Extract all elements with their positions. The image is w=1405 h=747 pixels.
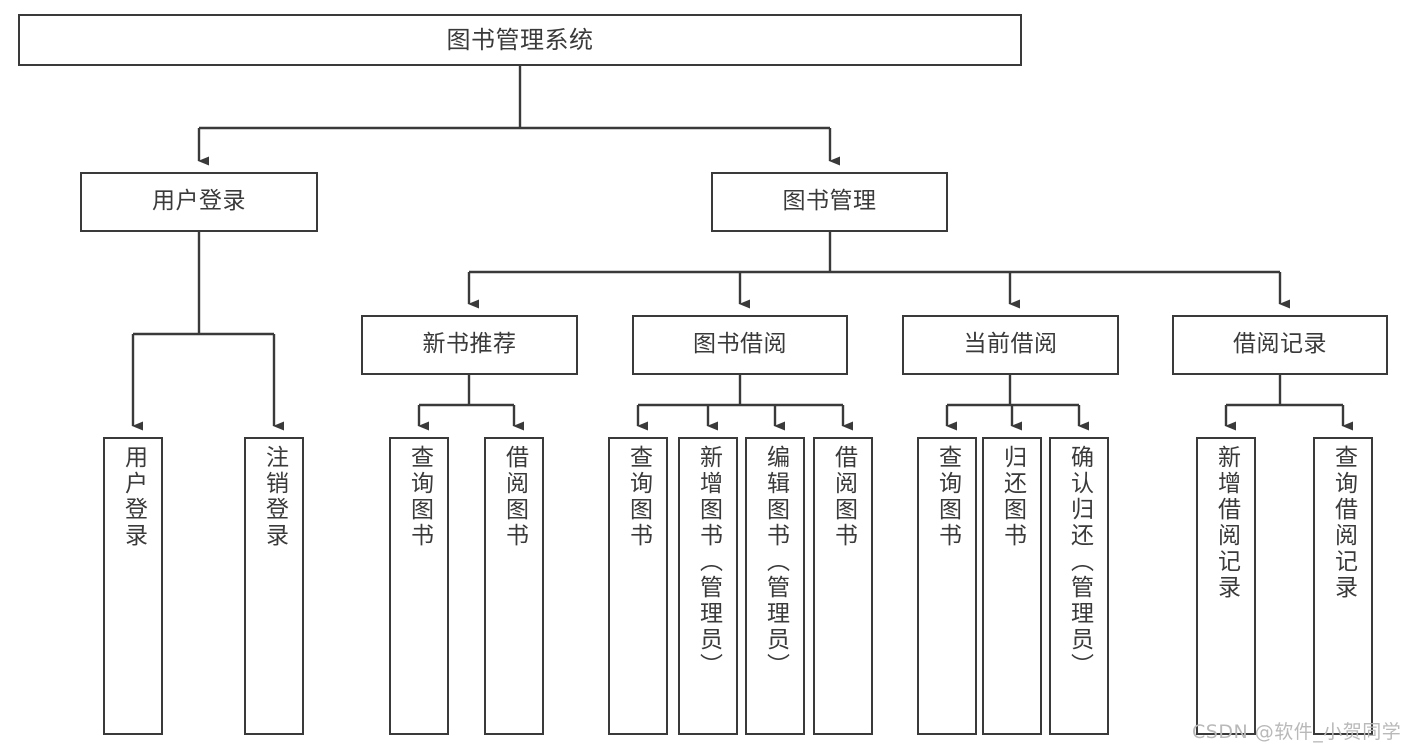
node-leaf-edit-book-admin[interactable]: 编辑图书（管理员）	[745, 437, 805, 735]
node-root[interactable]: 图书管理系统	[18, 14, 1022, 66]
node-borrow-record[interactable]: 借阅记录	[1172, 315, 1388, 375]
node-label-current-borrow: 当前借阅	[963, 331, 1058, 358]
node-leaf-query-book-borrow[interactable]: 查询图书	[608, 437, 668, 735]
node-label-borrow-record: 借阅记录	[1233, 331, 1327, 358]
node-label-leaf-return-book: 归还图书	[999, 445, 1026, 549]
node-user-login[interactable]: 用户登录	[80, 172, 318, 232]
node-label-leaf-add-book-admin: 新增图书（管理员）	[695, 445, 722, 679]
node-leaf-borrow-book[interactable]: 借阅图书	[813, 437, 873, 735]
node-leaf-user-login[interactable]: 用户登录	[103, 437, 163, 735]
node-leaf-borrow-book-recommend[interactable]: 借阅图书	[484, 437, 544, 735]
node-label-book-manage: 图书管理	[782, 188, 877, 215]
node-leaf-confirm-return-admin[interactable]: 确认归还（管理员）	[1049, 437, 1109, 735]
node-leaf-add-book-admin[interactable]: 新增图书（管理员）	[678, 437, 738, 735]
node-leaf-query-book-recommend[interactable]: 查询图书	[389, 437, 449, 735]
watermark-label: CSDN @软件_小贺同学	[1192, 721, 1402, 743]
node-label-leaf-logout: 注销登录	[261, 445, 288, 549]
node-leaf-query-book-current[interactable]: 查询图书	[917, 437, 977, 735]
node-label-leaf-borrow-book: 借阅图书	[830, 445, 857, 549]
node-label-leaf-query-book-current: 查询图书	[934, 445, 961, 549]
node-label-leaf-user-login: 用户登录	[120, 445, 147, 549]
node-label-leaf-borrow-book-recommend: 借阅图书	[501, 445, 528, 549]
node-leaf-return-book[interactable]: 归还图书	[982, 437, 1042, 735]
node-current-borrow[interactable]: 当前借阅	[902, 315, 1119, 375]
node-book-manage[interactable]: 图书管理	[711, 172, 948, 232]
node-leaf-query-borrow-record[interactable]: 查询借阅记录	[1313, 437, 1373, 735]
node-label-leaf-query-borrow-record: 查询借阅记录	[1330, 445, 1357, 601]
node-new-book-recommend[interactable]: 新书推荐	[361, 315, 578, 375]
node-label-leaf-query-book-recommend: 查询图书	[406, 445, 433, 549]
node-label-leaf-edit-book-admin: 编辑图书（管理员）	[762, 445, 789, 679]
node-label-leaf-add-borrow-record: 新增借阅记录	[1213, 445, 1240, 601]
node-leaf-logout[interactable]: 注销登录	[244, 437, 304, 735]
node-label-new-book-recommend: 新书推荐	[422, 331, 517, 358]
node-label-leaf-confirm-return-admin: 确认归还（管理员）	[1066, 445, 1093, 679]
node-label-user-login: 用户登录	[152, 188, 246, 215]
node-label-book-borrow: 图书借阅	[693, 331, 787, 358]
node-book-borrow[interactable]: 图书借阅	[632, 315, 848, 375]
node-leaf-add-borrow-record[interactable]: 新增借阅记录	[1196, 437, 1256, 735]
node-label-leaf-query-book-borrow: 查询图书	[625, 445, 652, 549]
node-label-root: 图书管理系统	[446, 25, 594, 54]
